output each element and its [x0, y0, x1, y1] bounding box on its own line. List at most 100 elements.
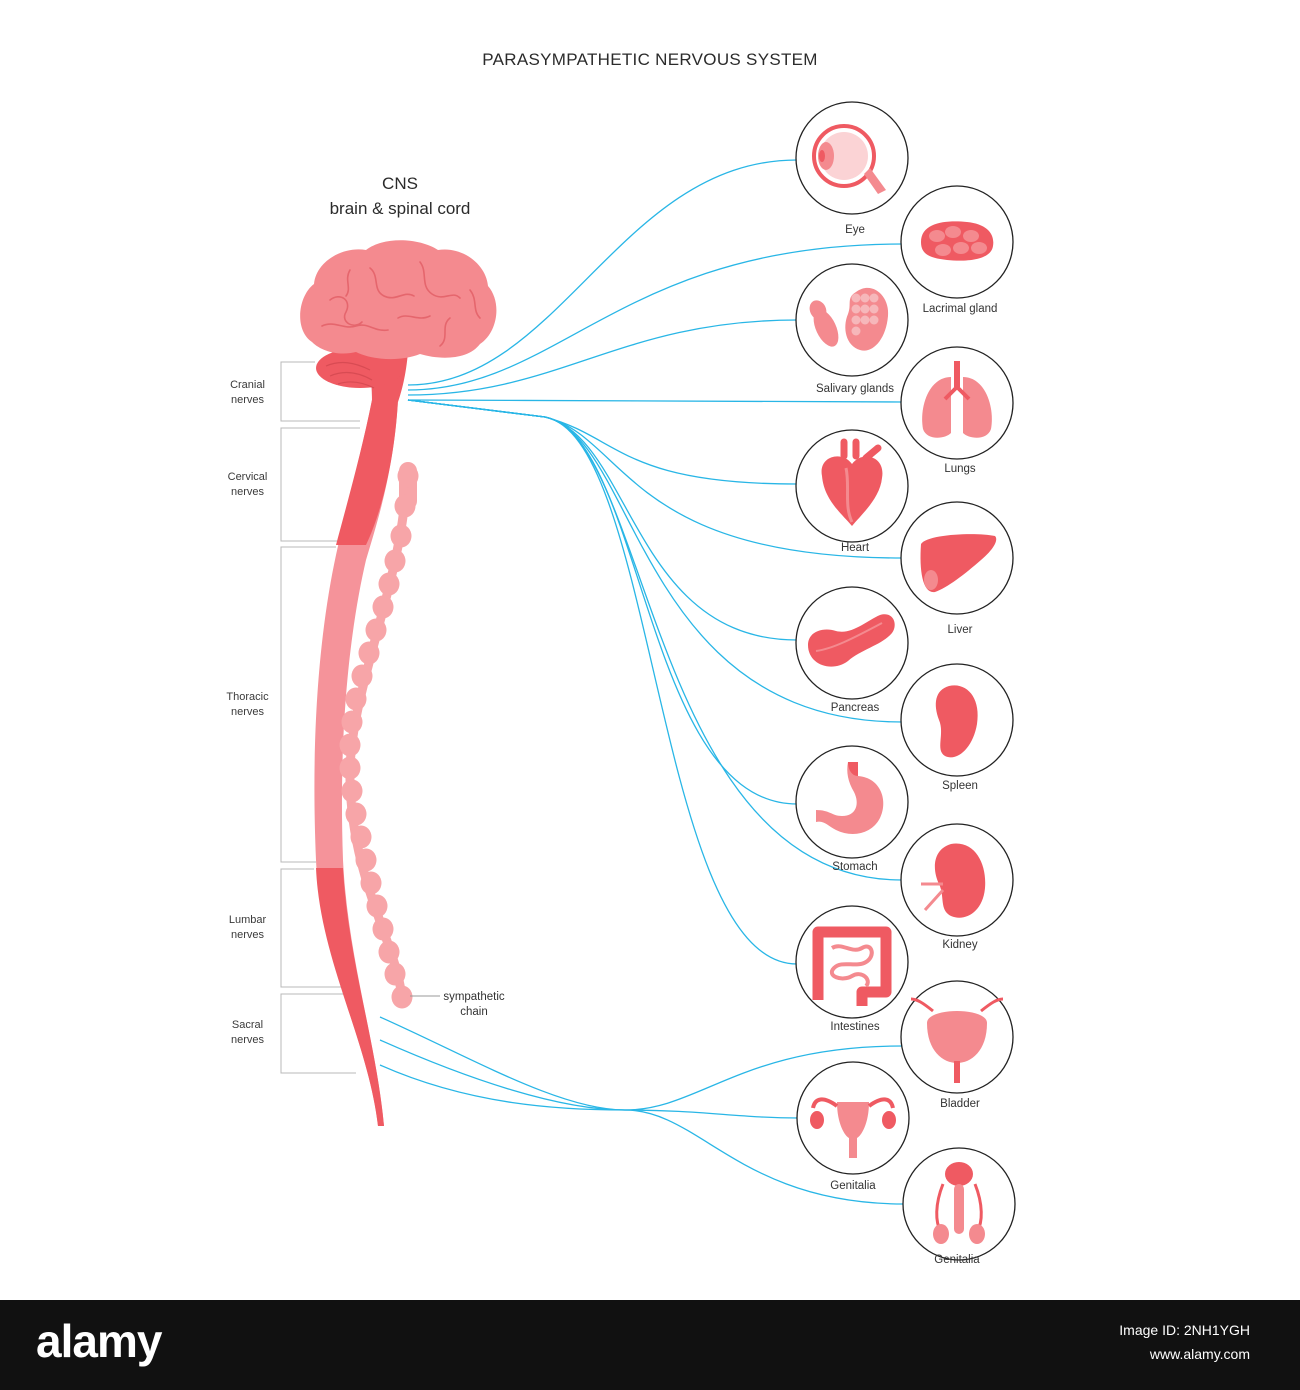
chain-bead	[378, 940, 400, 964]
kidney-icon	[921, 843, 986, 918]
organ-circle	[795, 905, 909, 1019]
lungs-icon	[922, 361, 992, 438]
organ-circle	[795, 429, 909, 543]
chain-bead	[366, 894, 388, 918]
organ-circle	[795, 745, 909, 859]
organ-label-bladder: Bladder	[940, 1098, 980, 1110]
organ-circle	[900, 823, 1014, 937]
heart-icon	[821, 438, 883, 526]
cns-title: CNS	[382, 174, 418, 193]
diagram-canvas	[280, 101, 1016, 1261]
nerve-line	[379, 1039, 799, 1119]
cervical-section	[336, 400, 398, 545]
lumbar-sacral-section	[316, 868, 384, 1126]
bracket-cervical	[280, 427, 360, 542]
chain-bead	[384, 549, 406, 573]
organ-circle	[796, 1061, 910, 1175]
chain-bead	[345, 687, 367, 711]
intestines-icon	[812, 926, 892, 1006]
cns-subtitle: brain & spinal cord	[329, 199, 471, 218]
organ-circle	[900, 980, 1014, 1094]
bracket-lumbar	[280, 868, 345, 988]
organ-circle	[795, 586, 909, 700]
nerve-line	[407, 399, 903, 559]
chain-bead	[391, 985, 413, 1009]
organ-circle	[900, 346, 1014, 460]
nerve-line	[407, 399, 903, 723]
chain-bead	[390, 524, 412, 548]
chain-bead	[360, 871, 382, 895]
organ-label-intestines: Intestines	[830, 1021, 880, 1033]
organ-circle	[795, 263, 909, 377]
nerve-line	[407, 399, 798, 805]
bladder-icon	[910, 997, 1004, 1083]
chain-bead	[350, 825, 372, 849]
organ-label-salivary-glands: Salivary glands	[816, 383, 894, 395]
organ-label-eye: Eye	[845, 224, 865, 236]
image-id: Image ID: 2NH1YGH	[1119, 1322, 1250, 1338]
chain-bead	[372, 917, 394, 941]
footer-bar: alamy Image ID: 2NH1YGH www.alamy.com	[0, 1300, 1300, 1390]
chain-bead	[345, 802, 367, 826]
nerve-line	[379, 1064, 905, 1205]
nerve-line	[407, 243, 903, 391]
chain-bead	[372, 595, 394, 619]
lacrimal-gland-icon	[921, 221, 994, 261]
organ-circle	[795, 101, 909, 215]
chain-bead	[341, 779, 363, 803]
organ-label-genitalia-male: Genitalia	[934, 1254, 980, 1266]
salivary-glands-icon	[809, 287, 889, 351]
organ-label-heart: Heart	[840, 542, 870, 554]
nerve-line	[407, 319, 798, 396]
chain-bead	[351, 664, 373, 688]
pancreas-icon	[808, 614, 895, 667]
organ-circle	[900, 185, 1014, 299]
liver-icon	[920, 534, 997, 593]
footer-url: www.alamy.com	[1149, 1346, 1250, 1362]
nerve-line	[407, 399, 798, 485]
stomach-icon	[816, 762, 884, 834]
page-title: PARASYMPATHETIC NERVOUS SYSTEM	[482, 50, 818, 69]
segment-brackets	[280, 361, 360, 1074]
organ-circle	[902, 1147, 1016, 1261]
organ-label-lungs: Lungs	[944, 463, 976, 475]
chain-bead	[341, 710, 363, 734]
organ-label-lacrimal-gland: Lacrimal gland	[922, 303, 998, 315]
bracket-cranial	[280, 361, 360, 422]
chain-bead	[378, 572, 400, 596]
organ-label-kidney: Kidney	[942, 939, 978, 951]
chain-bead	[397, 464, 419, 488]
chain-bead	[358, 641, 380, 665]
organ-icons	[795, 101, 1016, 1261]
male-genitalia-icon	[933, 1162, 985, 1244]
organ-label-pancreas: Pancreas	[830, 702, 880, 714]
chain-bead	[394, 494, 416, 518]
chain-bead	[384, 962, 406, 986]
organ-label-stomach: Stomach	[832, 861, 878, 873]
chain-bead	[365, 618, 387, 642]
spleen-icon	[935, 685, 978, 758]
organ-label-genitalia-female: Genitalia	[830, 1180, 876, 1192]
organ-circle	[900, 663, 1014, 777]
bracket-sacral	[280, 993, 356, 1074]
nerve-lines	[379, 159, 905, 1205]
female-genitalia-icon	[810, 1097, 896, 1158]
sympathetic-chain	[339, 462, 419, 1009]
nerve-line	[407, 399, 798, 965]
alamy-logo: alamy	[36, 1315, 162, 1367]
eye-icon	[812, 124, 886, 194]
organ-circle	[900, 501, 1014, 615]
nerve-line	[407, 159, 798, 386]
nerve-line	[407, 399, 903, 403]
spinal-cord	[314, 400, 398, 1126]
organ-label-spleen: Spleen	[942, 780, 978, 792]
organ-label-liver: Liver	[947, 624, 973, 636]
bracket-thoracic	[280, 546, 336, 863]
nerve-line	[407, 399, 798, 641]
